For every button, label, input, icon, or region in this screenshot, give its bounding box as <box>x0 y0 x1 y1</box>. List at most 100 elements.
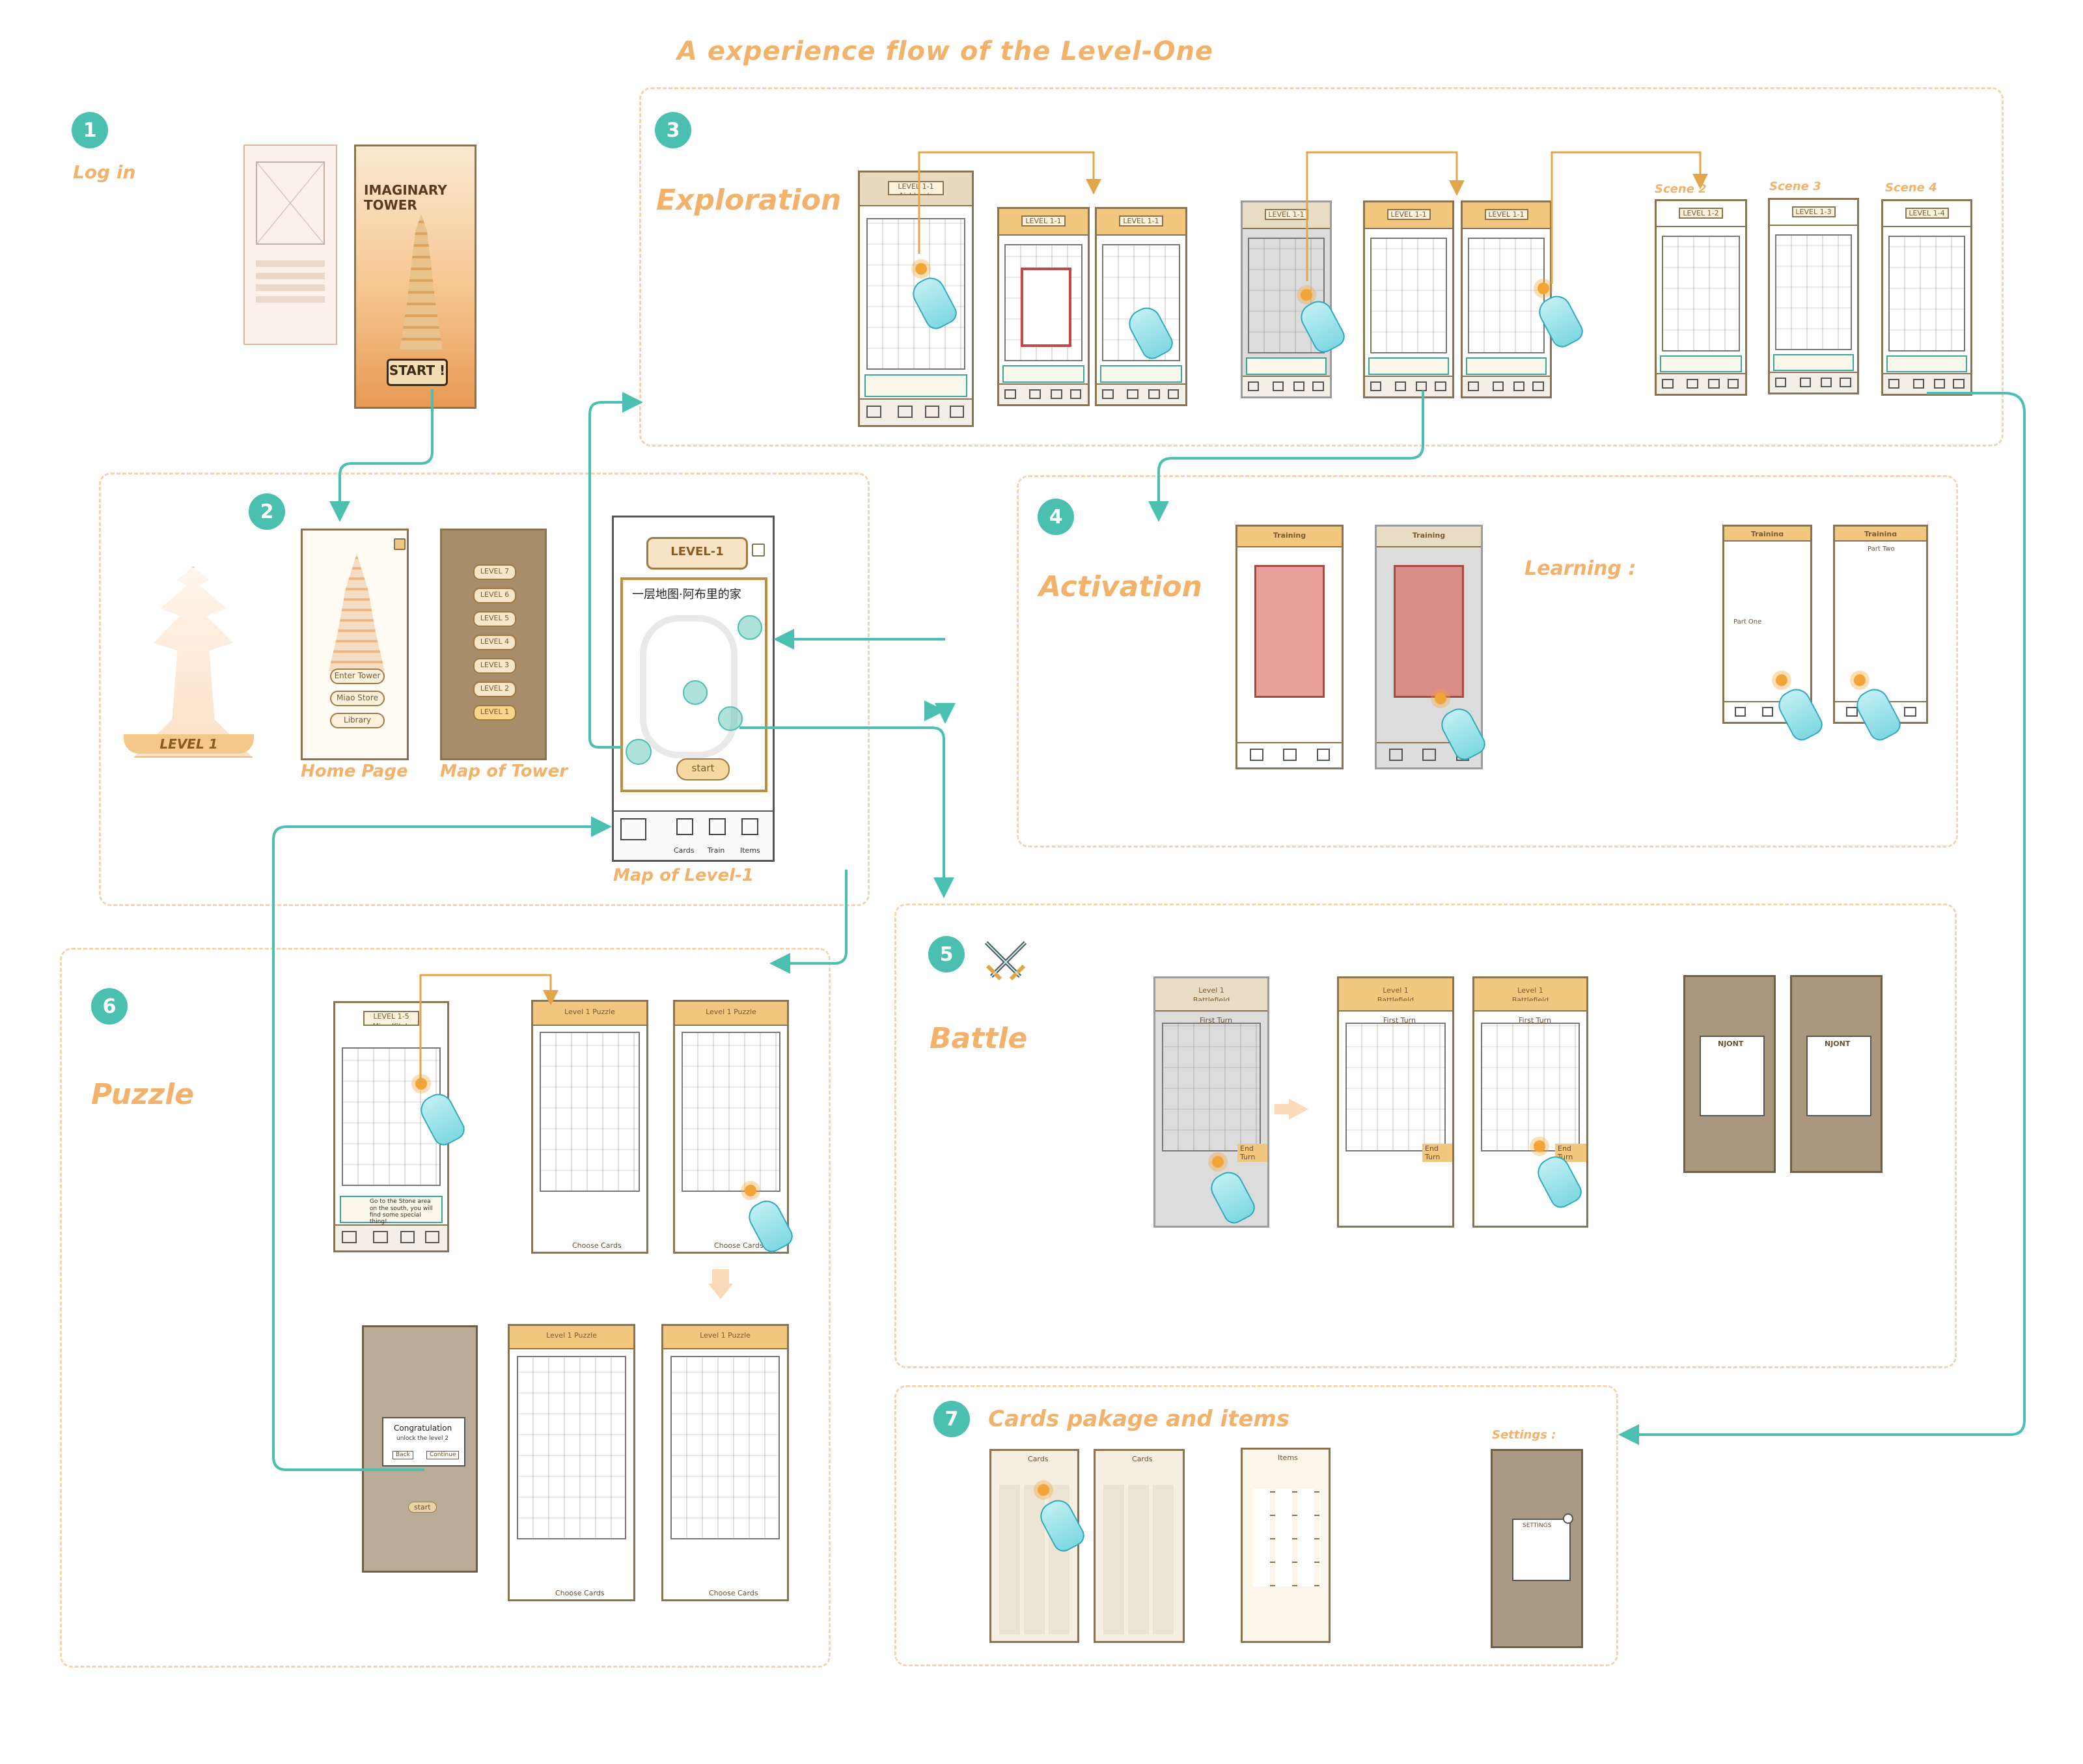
room-plate: LEVEL 1-1 Aishbao's Room <box>1119 215 1163 227</box>
touch-indicator <box>1431 689 1450 708</box>
part-two-label: Part Two <box>1868 545 1895 553</box>
close-icon[interactable] <box>1563 1513 1573 1524</box>
level-2-button[interactable]: LEVEL 2 <box>473 682 516 697</box>
cards-header: Cards <box>1028 1455 1049 1463</box>
spell-card[interactable] <box>1393 565 1465 698</box>
level-1-button[interactable]: LEVEL 1 <box>473 705 516 721</box>
bottom-nav: Cards Train Items <box>614 810 773 860</box>
puzzle-screen-2: Level 1 Puzzle Field Choose Cards <box>531 1000 648 1254</box>
room-plate: LEVEL 1-1 Aishbao's Room <box>1386 208 1431 221</box>
scene-2-caption: Scene 2 <box>1655 182 1707 196</box>
avatar[interactable] <box>620 818 646 840</box>
exploration-screen-4: LEVEL 1-1 Aishbao's Room <box>1241 200 1332 398</box>
login-screen: IMAGINARY TOWER START ! <box>354 145 476 409</box>
end-turn-button[interactable]: End Turn <box>1237 1144 1267 1163</box>
glowing-card[interactable] <box>1020 268 1072 347</box>
exploration-label: Exploration <box>656 184 842 217</box>
unlock-text: unlock the level 2 <box>396 1435 449 1442</box>
scene-2-screen: LEVEL 1-2 Ayoubi's Room <box>1655 199 1747 396</box>
map-title: 一层地图·阿布里的家 <box>632 588 741 601</box>
level-7-button[interactable]: LEVEL 7 <box>473 564 516 580</box>
room-plate: LEVEL 1-1 Aishbao's Room <box>1264 208 1308 221</box>
puzzle-screen-5: Level 1 Puzzle Field Choose Cards <box>661 1324 789 1601</box>
tower-map-caption: Map of Tower <box>440 762 568 781</box>
home-tower-art <box>329 554 385 671</box>
battle-screen-2: Level 1 Battlefield First Turn End Turn <box>1337 976 1454 1228</box>
back-button[interactable]: Back <box>393 1451 413 1459</box>
map-start-button[interactable]: start <box>676 758 730 780</box>
menu-icon[interactable] <box>752 544 765 557</box>
battle-header: Level 1 Battlefield <box>1511 986 1549 1001</box>
training-screen-2: Training Center <box>1375 525 1483 769</box>
map-path <box>640 615 738 758</box>
start-button[interactable]: START ! <box>387 359 448 386</box>
congrats-title: Congratulation <box>394 1424 452 1433</box>
battle-header: Level 1 Battlefield <box>1377 986 1414 1001</box>
room-plate: LEVEL 1-4 Miao Kitch <box>1905 207 1949 219</box>
pagoda-level-label: LEVEL 1 <box>124 734 254 754</box>
map-node[interactable] <box>738 615 762 640</box>
diagram-title: A experience flow of the Level-One <box>677 36 1214 66</box>
cards-box <box>894 1385 1618 1666</box>
spell-card[interactable] <box>1254 565 1325 698</box>
continue-button[interactable]: Continue <box>426 1451 460 1459</box>
enter-tower-button[interactable]: Enter Tower <box>330 668 385 684</box>
cards-icon[interactable] <box>676 818 693 835</box>
items-grid[interactable] <box>1253 1489 1321 1586</box>
part-one-label: Part One <box>1733 618 1762 626</box>
settings-label: Settings : <box>1492 1428 1556 1442</box>
puzzle-header: Level 1 Puzzle Field <box>700 1331 751 1341</box>
nav-cards-label: Cards <box>674 846 695 855</box>
down-arrow-shaft <box>712 1269 729 1284</box>
battle-label: Battle <box>930 1022 1028 1055</box>
battle-result-screen-1: NJONT <box>1683 975 1776 1173</box>
level-4-button[interactable]: LEVEL 4 <box>473 635 516 650</box>
level-5-button[interactable]: LEVEL 5 <box>473 611 516 627</box>
room-plate: LEVEL 1-1 Aishbao's Room <box>888 180 944 196</box>
map-node[interactable] <box>718 706 743 731</box>
map-node[interactable] <box>626 739 652 765</box>
touch-indicator <box>1534 279 1553 298</box>
card-grid[interactable] <box>1103 1485 1176 1634</box>
activation-box <box>1017 475 1958 848</box>
result-title: NJONT <box>1718 1040 1744 1048</box>
library-button[interactable]: Library <box>330 713 385 728</box>
touch-indicator <box>1772 670 1791 690</box>
train-icon[interactable] <box>709 818 726 835</box>
cards-label: Cards pakage and items <box>988 1406 1290 1432</box>
battle-header: Level 1 Battlefield <box>1193 986 1230 1001</box>
items-header: Items <box>1278 1454 1298 1462</box>
game-title: IMAGINARY TOWER <box>364 182 447 213</box>
level-banner: LEVEL-1 <box>646 537 748 570</box>
level-6-button[interactable]: LEVEL 6 <box>473 588 516 603</box>
menu-icon[interactable] <box>394 538 406 550</box>
exploration-screen-2: LEVEL 1-1 Aishbao's Room <box>997 207 1090 406</box>
step-badge-4: 4 <box>1038 499 1074 535</box>
settings-screen: SETTINGS <box>1491 1449 1583 1648</box>
settings-dialog <box>1512 1519 1571 1581</box>
touch-indicator <box>741 1181 760 1200</box>
congratulation-screen: Congratulation unlock the level 2 Back C… <box>362 1325 478 1573</box>
scene-4-caption: Scene 4 <box>1885 181 1937 195</box>
touch-indicator <box>1208 1152 1228 1172</box>
level-1-map-screen: LEVEL-1 一层地图·阿布里的家 start Cards Train Ite… <box>612 516 775 862</box>
training-header: Training Center <box>1412 531 1446 540</box>
end-turn-button[interactable]: End Turn <box>1422 1144 1452 1163</box>
step-badge-1: 1 <box>72 112 108 148</box>
down-arrow-icon <box>708 1284 733 1299</box>
items-screen: Items <box>1241 1448 1331 1643</box>
start-button[interactable]: start <box>408 1502 437 1513</box>
level-3-button[interactable]: LEVEL 3 <box>473 658 516 674</box>
room-plate: LEVEL 1-1 Aishbao's Room <box>1021 215 1066 227</box>
turn-label: First Turn <box>1519 1016 1551 1025</box>
touch-indicator <box>1850 670 1869 690</box>
home-page-caption: Home Page <box>301 762 408 781</box>
step-badge-6: 6 <box>91 988 128 1025</box>
miao-store-button[interactable]: Miao Store <box>330 691 385 706</box>
items-icon[interactable] <box>741 818 758 835</box>
login-label: Log in <box>73 161 136 183</box>
choose-cards-label: Choose Cards <box>714 1241 764 1250</box>
step-badge-3: 3 <box>655 112 691 148</box>
map-node[interactable] <box>683 680 708 705</box>
